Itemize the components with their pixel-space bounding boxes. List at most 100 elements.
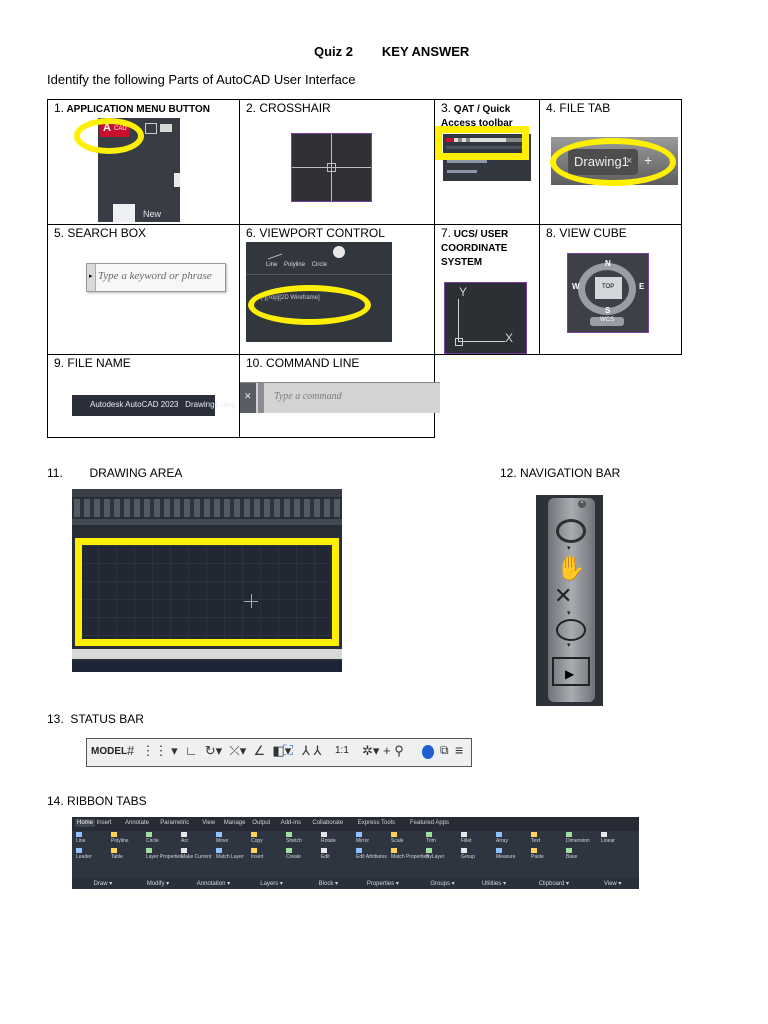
ribbon-tool[interactable]: Edit (321, 854, 330, 860)
orbit-icon[interactable] (556, 619, 586, 641)
ribbon-tool[interactable]: Mirror (356, 838, 370, 844)
ribbon-panel-label[interactable]: Utilities ▾ (481, 881, 506, 887)
ribbon-tab[interactable]: Add-ins (280, 820, 301, 826)
wcs-menu[interactable]: WCS (590, 317, 624, 326)
ribbon-tool-icon (216, 848, 222, 853)
ribbon-tool[interactable]: Polyline (111, 838, 129, 844)
ribbon-tool-icon (356, 832, 362, 837)
ribbon-tool[interactable]: Base (566, 854, 578, 860)
command-input[interactable]: Type a command (274, 391, 342, 402)
ribbon-tool[interactable]: Create (286, 854, 302, 860)
file-name-image: Autodesk AutoCAD 2023 Drawing1.dwg (72, 395, 236, 416)
steering-wheel-icon[interactable] (556, 519, 586, 543)
ribbon-tool[interactable]: Rotate (321, 838, 336, 844)
cell-ucs: 7. UCS/ USER COORDINATE SYSTEM Y X (434, 224, 540, 355)
ribbon-tool[interactable]: Scale (391, 838, 404, 844)
cell-label: VIEW CUBE (559, 226, 627, 240)
ribbon-panel-label[interactable]: Layers ▾ (260, 881, 283, 887)
ribbon-tool[interactable]: Table (111, 854, 123, 860)
ribbon-tool-icon (111, 832, 117, 837)
ribbon-tool[interactable]: Make Current (181, 854, 212, 860)
search-placeholder: Type a keyword or phrase (98, 270, 212, 282)
parts-table: 1. APPLICATION MENU BUTTON A CAD New 2. … (47, 99, 682, 438)
ribbon-tool-icon (531, 848, 537, 853)
ribbon-tool-icon (426, 832, 432, 837)
ribbon-panel-label[interactable]: Clipboard ▾ (538, 881, 570, 887)
view-cube-image[interactable]: TOP N S W E WCS (567, 253, 649, 333)
ribbon-tool[interactable]: Paste (531, 854, 544, 860)
ribbon-tool-icon (356, 848, 362, 853)
ribbon-tool-icon (286, 832, 292, 837)
new-label: New (143, 209, 162, 219)
ribbon-tool[interactable]: Trim (426, 838, 436, 844)
cell-label: VIEWPORT CONTROL (259, 226, 385, 240)
ribbon-tool[interactable]: Insert (251, 854, 264, 860)
drawing-canvas[interactable] (80, 545, 330, 643)
ribbon-panel-label[interactable]: Modify ▾ (146, 881, 170, 887)
ribbon-tool[interactable]: Circle (146, 838, 159, 844)
cell-app-menu: 1. APPLICATION MENU BUTTON A CAD New (47, 99, 240, 225)
ribbon-tool-icon (321, 832, 327, 837)
ribbon-tool[interactable]: Group (461, 854, 475, 860)
ribbon-tab[interactable]: Collaborate (312, 820, 344, 826)
ribbon-tab[interactable]: Featured Apps (410, 820, 450, 826)
ribbon-panel-label[interactable]: Groups ▾ (430, 881, 455, 887)
ribbon-tool[interactable]: ByLayer (426, 854, 445, 860)
ribbon-tool[interactable]: Line (76, 838, 86, 844)
ribbon-tool[interactable]: Copy (251, 838, 263, 844)
ribbon-tool[interactable]: Match Properties (391, 854, 429, 860)
instruction-text: Identify the following Parts of AutoCAD … (47, 72, 356, 87)
ribbon-tool[interactable]: Linear (601, 838, 615, 844)
ribbon-tab[interactable]: Insert (96, 820, 112, 826)
ribbon-tool[interactable]: Edit Attributes (356, 854, 387, 860)
command-line-image[interactable]: ✕ Type a command (240, 382, 440, 413)
ribbon-panel-label[interactable]: Block ▾ (318, 881, 338, 887)
ribbon-panel-label[interactable]: Properties ▾ (366, 881, 399, 887)
highlight-ring (550, 138, 676, 186)
ribbon-tool[interactable]: Match Layer (216, 854, 244, 860)
ribbon-tool[interactable]: Move (216, 838, 229, 844)
ribbon-tool[interactable]: Fillet (461, 838, 472, 844)
settings-icons[interactable]: ✲▾ + ⚲ (362, 743, 404, 758)
section-navigation-bar-label: 12. NAVIGATION BAR (500, 466, 621, 480)
ribbon-tab[interactable]: Output (252, 820, 271, 826)
ribbon-tool-icon (566, 848, 572, 853)
file-name-text: Autodesk AutoCAD 2023 Drawing1.dwg (90, 400, 236, 409)
ribbon-tab[interactable]: Annotate (125, 820, 150, 826)
ribbon-tab[interactable]: Home (75, 819, 96, 827)
cell-search-box: 5. SEARCH BOX ▸ Type a keyword or phrase (47, 224, 240, 355)
ribbon-tool[interactable]: Array (496, 838, 508, 844)
ribbon-panel-label[interactable]: Draw ▾ (93, 881, 113, 887)
close-icon[interactable]: × (578, 500, 586, 508)
pan-hand-icon[interactable]: ✋ (556, 555, 586, 582)
ribbon-tab[interactable]: Parametric (160, 820, 190, 826)
ribbon-tab[interactable]: Express Tools (357, 820, 396, 826)
isolate-icon[interactable] (422, 745, 434, 759)
fullscreen-icon[interactable]: ⧉ (440, 743, 449, 757)
ribbon-tool-icon (321, 848, 327, 853)
zoom-extents-icon[interactable]: ✕ (554, 583, 573, 608)
cell-file-name: 9. FILE NAME Autodesk AutoCAD 2023 Drawi… (47, 354, 240, 438)
ribbon-tab[interactable]: View (202, 820, 216, 826)
ribbon-tool[interactable]: Text (531, 838, 541, 844)
menu-icon[interactable]: ≡ (455, 742, 464, 758)
ribbon-panel-label[interactable]: View ▾ (603, 881, 622, 887)
ribbon-tool-icon (391, 848, 397, 853)
ribbon-tool[interactable]: Leader (76, 854, 92, 860)
cell-label: CROSSHAIR (259, 101, 331, 115)
ribbon-tool[interactable]: Layer Properties (146, 854, 183, 860)
model-button[interactable]: MODEL (91, 746, 128, 757)
ribbon-tool[interactable]: Arc (181, 838, 189, 844)
ribbon-tool[interactable]: Measure (496, 854, 516, 860)
ribbon-tool[interactable]: Stretch (286, 838, 302, 844)
ribbon-tool-icon (531, 832, 537, 837)
ribbon-tab[interactable]: Manage (223, 820, 246, 826)
ribbon-panel-label[interactable]: Annotation ▾ (196, 881, 231, 887)
crosshair-image (291, 133, 372, 202)
showmotion-icon[interactable]: ▶ (552, 657, 590, 686)
ribbon-tool[interactable]: Dimension (566, 838, 590, 844)
status-icons[interactable]: # ⋮⋮ ▾ ∟ ↻▾ ⤫▾ ∠ ◧▾ (127, 743, 292, 758)
annotation-icon[interactable]: ⛶ (283, 742, 293, 758)
ribbon-tool-icon (146, 848, 152, 853)
scale-readout[interactable]: 1:1 (335, 745, 349, 756)
